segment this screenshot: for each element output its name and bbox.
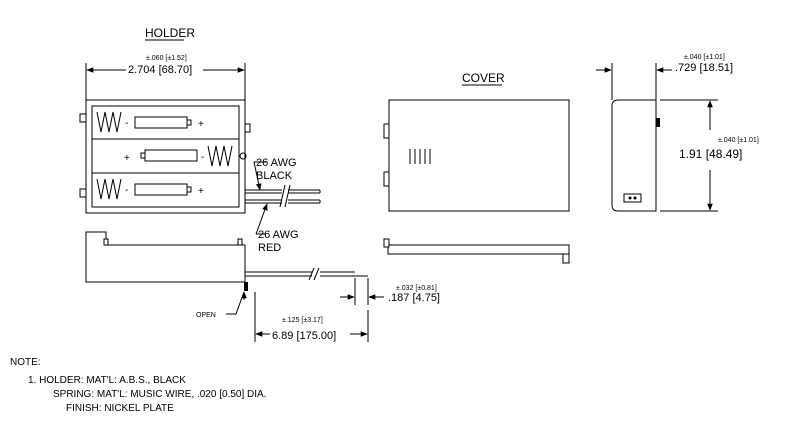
end-view: ±.040 [±1.01] .729 [18.51] ±.040 [±1.01]… xyxy=(596,54,759,212)
cover-title: COVER xyxy=(462,71,505,85)
spring-coil-1 xyxy=(96,111,122,133)
cell3-plus: + xyxy=(198,186,204,197)
cell1-minus: - xyxy=(125,118,128,129)
spring-coil-3 xyxy=(96,178,122,200)
depth-dimension: .729 [18.51] xyxy=(675,62,733,74)
spring-coil-2 xyxy=(207,145,233,167)
red-wire-gauge: 26 AWG xyxy=(258,229,299,241)
width-tolerance: ±.060 [±1.52] xyxy=(146,55,187,62)
cover-view: COVER xyxy=(383,71,570,264)
black-wire-gauge: 26 AWG xyxy=(256,157,297,169)
height-tolerance: ±.040 [±1.01] xyxy=(718,137,759,144)
cell1-plus: + xyxy=(198,119,204,130)
cell1-battery xyxy=(134,116,188,129)
note-line-1: 1. HOLDER: MAT'L: A.B.S., BLACK xyxy=(28,375,186,386)
height-dimension: 1.91 [48.49] xyxy=(679,147,742,161)
red-wire-label: RED xyxy=(258,242,281,254)
open-label: OPEN xyxy=(196,312,216,319)
cell2-minus: - xyxy=(201,152,204,163)
cell2-battery xyxy=(144,149,198,162)
lead-tolerance: ±.125 [±3.17] xyxy=(282,317,323,324)
black-wire-label: BLACK xyxy=(256,170,293,182)
end-body xyxy=(611,99,657,212)
note-line-3: FINISH: NICKEL PLATE xyxy=(66,403,174,414)
holder-side-body xyxy=(85,231,246,283)
cover-side xyxy=(387,244,570,255)
note-heading: NOTE: xyxy=(10,357,41,368)
depth-tolerance: ±.040 [±1.01] xyxy=(684,54,725,61)
note-line-2: SPRING: MAT'L: MUSIC WIRE, .020 [0.50] D… xyxy=(53,389,266,400)
holder-side-view: OPEN ±.032 [±0.81] .187 [4.75] ±.125 [±3… xyxy=(85,231,440,342)
open-tab xyxy=(244,282,248,291)
cell3-minus: - xyxy=(125,185,128,196)
width-dimension: 2.704 [68.70] xyxy=(128,64,192,76)
cell2-plus: + xyxy=(124,153,130,164)
lead-dimension: 6.89 [175.00] xyxy=(272,330,336,342)
cover-top xyxy=(388,99,570,212)
strip-dimension: .187 [4.75] xyxy=(388,292,440,304)
holder-title: HOLDER xyxy=(145,26,195,40)
holder-top-view: HOLDER ±.060 [±1.52] 2.704 [68.70] - + +… xyxy=(79,26,321,254)
cell3-battery xyxy=(134,183,188,196)
strip-tolerance: ±.032 [±0.81] xyxy=(396,285,437,292)
notes-block: NOTE: 1. HOLDER: MAT'L: A.B.S., BLACK SP… xyxy=(10,357,266,414)
